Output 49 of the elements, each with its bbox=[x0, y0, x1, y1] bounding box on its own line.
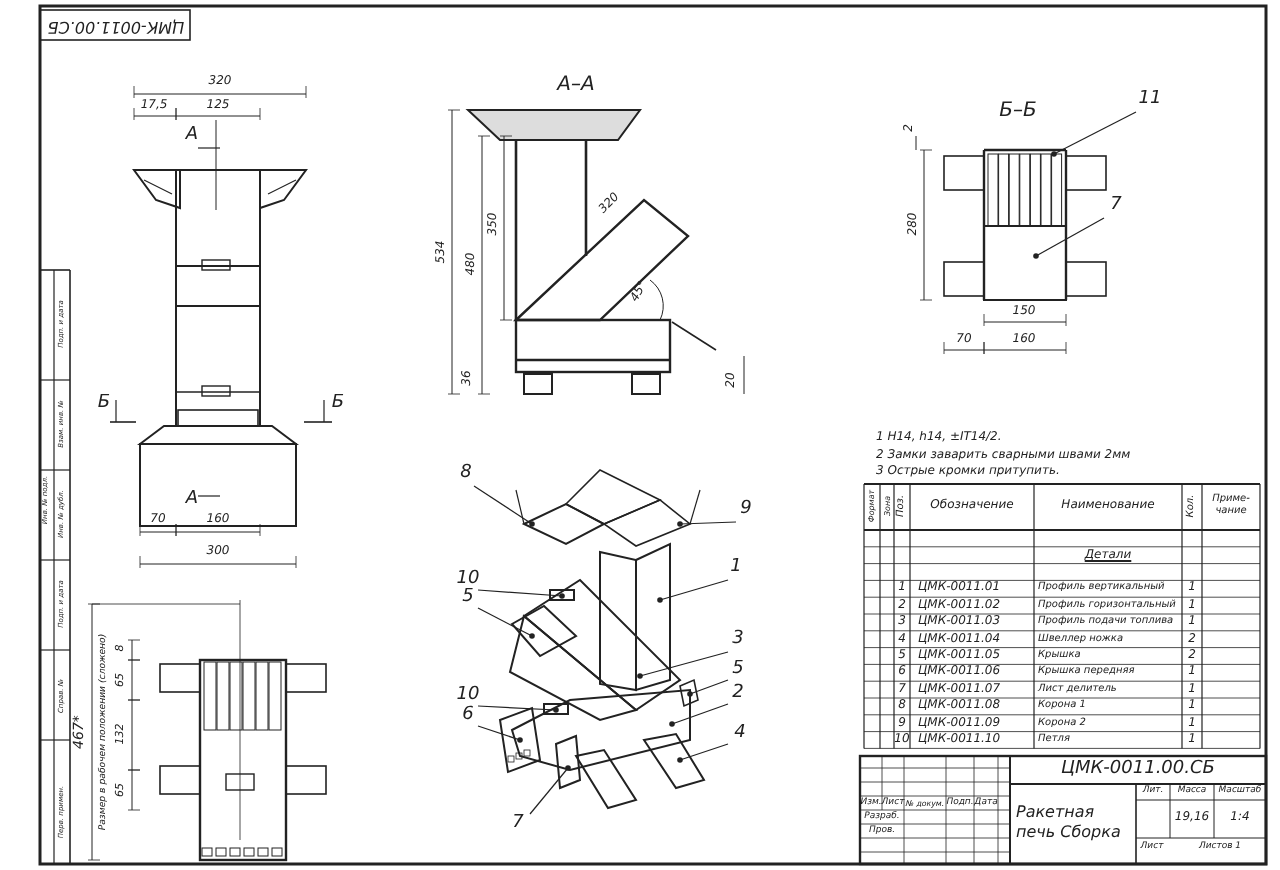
callout-number: 8 bbox=[460, 465, 472, 483]
leader-line bbox=[477, 705, 559, 713]
section-mark: А bbox=[185, 127, 199, 145]
leader-line bbox=[473, 485, 535, 527]
view-title: А–А bbox=[557, 76, 595, 96]
callout-number: 5 bbox=[732, 661, 744, 679]
leader-line bbox=[669, 703, 729, 727]
leader-line bbox=[677, 521, 737, 527]
callout-number: 6 bbox=[462, 707, 474, 725]
callout-number: 10 bbox=[456, 571, 480, 589]
leader-line bbox=[477, 725, 523, 743]
callout-number: 7 bbox=[512, 815, 524, 833]
leader-line bbox=[657, 579, 729, 603]
divider-plate bbox=[554, 734, 582, 790]
channel-leg bbox=[574, 732, 706, 810]
drawing-code: ЦМК-0011.00.СБ bbox=[47, 18, 185, 34]
leader-line bbox=[529, 765, 571, 815]
section-mark: А bbox=[185, 491, 199, 509]
lid-plate bbox=[679, 678, 699, 708]
view-title: Б–Б bbox=[999, 102, 1037, 122]
callout-number: 3 bbox=[732, 631, 744, 649]
horizontal-profile bbox=[510, 688, 691, 772]
leader-line bbox=[477, 589, 565, 599]
callout-number: 4 bbox=[734, 725, 746, 743]
leader-line bbox=[1033, 217, 1105, 259]
callout-number: 1 bbox=[730, 559, 742, 577]
callout-number: 2 bbox=[732, 685, 744, 703]
feed-tube bbox=[508, 578, 682, 722]
callout-number: 5 bbox=[462, 589, 474, 607]
section-mark: Б bbox=[97, 395, 111, 413]
drawing-name: Ракетная печь Сборка bbox=[1016, 803, 1123, 845]
leader-line bbox=[1051, 111, 1137, 157]
callout-number: 7 bbox=[1110, 197, 1122, 215]
crown-plate bbox=[564, 469, 692, 547]
leader-line bbox=[687, 679, 729, 697]
callout-number: 10 bbox=[456, 687, 480, 705]
drawing-code: ЦМК-0011.00.СБ bbox=[1061, 761, 1215, 779]
front-lid bbox=[498, 706, 542, 774]
leader-line bbox=[677, 743, 729, 763]
leader-line bbox=[477, 607, 535, 639]
rib-grid bbox=[987, 153, 1063, 227]
divider-plate bbox=[983, 225, 1067, 301]
crown-plate bbox=[521, 502, 607, 546]
callout-number: 11 bbox=[1138, 91, 1162, 109]
callout-number: 9 bbox=[740, 501, 752, 519]
lid-plate bbox=[510, 604, 578, 658]
leader-line bbox=[637, 651, 729, 679]
column-profile bbox=[599, 542, 671, 692]
section-mark: Б bbox=[331, 395, 345, 413]
